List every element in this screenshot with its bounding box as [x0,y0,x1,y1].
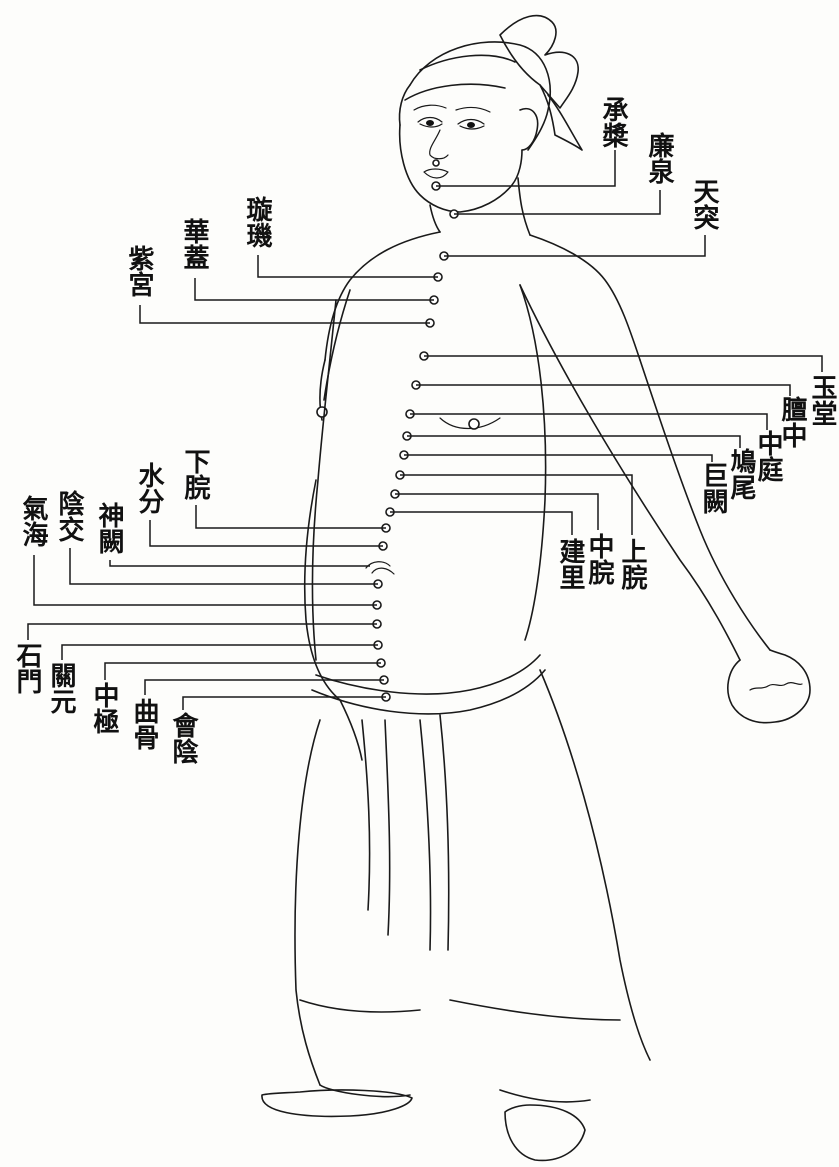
point-shenque [366,562,394,574]
label-tiantu: 天突 [691,178,717,230]
head [399,16,582,235]
label-zhongting: 中庭 [755,430,781,482]
sash-and-trousers [262,655,650,1160]
label-chengjiang: 承槳 [600,96,626,148]
label-shangwan: 上脘 [619,538,645,590]
label-shuifen: 水分 [136,462,162,514]
label-yutang: 玉堂 [809,374,835,426]
label-xiawan: 下脘 [182,448,208,500]
label-guanyuan: 關元 [48,662,74,714]
label-juque: 巨闕 [700,462,726,514]
label-lianquan: 廉泉 [646,132,672,184]
acupoints [366,182,458,701]
label-jianli: 建里 [557,538,583,590]
label-zhongwan: 中脘 [586,533,612,585]
label-jiuwei: 鳩尾 [728,448,754,500]
leader-lines [28,150,822,710]
label-huagai: 華蓋 [181,218,207,270]
label-qugu: 曲骨 [131,698,157,750]
label-zigong: 紫宮 [126,245,152,297]
label-shimen: 石門 [14,642,40,694]
label-zhongji: 中極 [91,682,117,734]
label-shenque: 神闕 [96,502,122,554]
label-yinjiao: 陰交 [56,490,82,542]
label-xuanji: 璇璣 [244,196,270,248]
label-huiyin: 會陰 [170,712,196,764]
label-qihai: 氣海 [20,495,46,547]
